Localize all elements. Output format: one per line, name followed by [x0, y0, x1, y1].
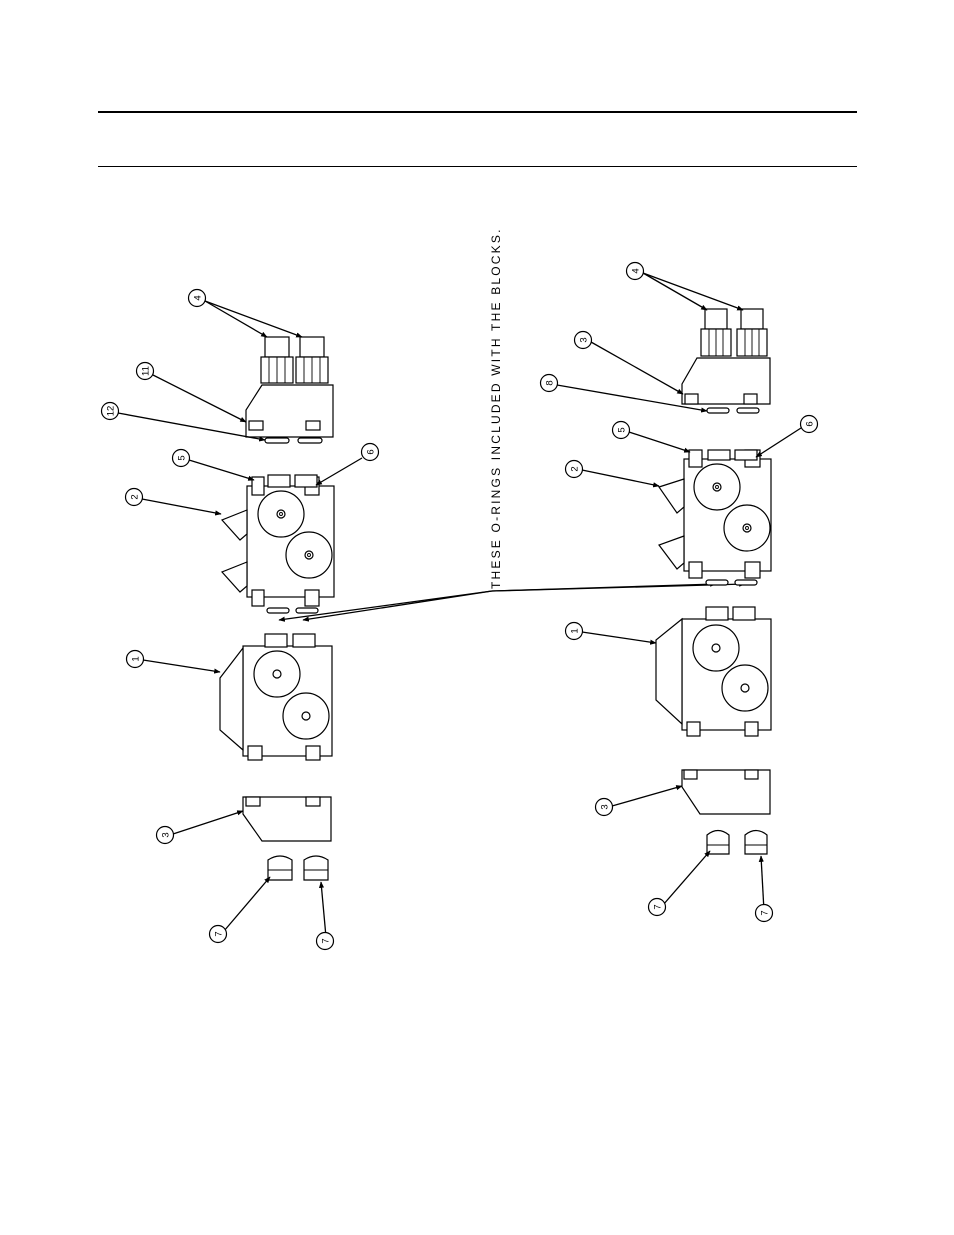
left-callouts: 4 11 12 5 6 2 1 3 7 7: [102, 290, 379, 950]
callout-right-3-bottom: 3: [596, 799, 613, 816]
callout-left-3: 3: [157, 827, 174, 844]
right-fittings: [701, 309, 767, 356]
right-plugs: [707, 831, 767, 855]
callout-left-1: 1: [127, 651, 144, 668]
left-plugs: [268, 856, 328, 880]
svg-text:6: 6: [805, 421, 816, 426]
callout-left-5: 5: [173, 450, 190, 467]
callout-left-6: 6: [362, 444, 379, 461]
right-lower-valve-block: [656, 607, 771, 736]
svg-text:5: 5: [617, 427, 628, 432]
callout-right-7b: 7: [756, 905, 773, 922]
left-mid-orings: [267, 608, 318, 613]
callout-right-4: 4: [627, 263, 644, 280]
right-bottom-end-block: [682, 770, 770, 814]
left-assembly: [118, 301, 362, 937]
callout-right-6: 6: [801, 416, 818, 433]
svg-text:5: 5: [177, 455, 188, 460]
left-lower-valve-block: [220, 634, 332, 760]
callout-left-7a: 7: [210, 926, 227, 943]
svg-text:7: 7: [321, 938, 332, 943]
svg-text:7: 7: [214, 931, 225, 936]
svg-text:12: 12: [106, 406, 117, 417]
svg-text:1: 1: [131, 656, 142, 661]
svg-text:7: 7: [760, 910, 771, 915]
callout-left-12: 12: [102, 403, 119, 420]
svg-text:8: 8: [545, 380, 556, 385]
svg-text:3: 3: [600, 804, 611, 809]
svg-text:11: 11: [141, 366, 152, 376]
right-callouts: 4 3 8 5 6 2 1 3 7 7: [541, 263, 818, 922]
right-upper-valve-block: [659, 450, 771, 578]
svg-text:4: 4: [193, 295, 204, 300]
left-top-end-block: [246, 385, 333, 437]
oring-note-text: THESE O-RINGS INCLUDED WITH THE BLOCKS.: [489, 227, 503, 589]
callout-left-4: 4: [189, 290, 206, 307]
callout-right-3-top: 3: [575, 332, 592, 349]
left-bottom-end-block: [243, 797, 331, 841]
left-fittings: [261, 337, 328, 383]
callout-right-7a: 7: [649, 899, 666, 916]
svg-text:2: 2: [570, 466, 581, 471]
callout-left-11: 11: [137, 363, 154, 380]
svg-text:6: 6: [366, 449, 377, 454]
svg-text:7: 7: [653, 904, 664, 909]
svg-text:3: 3: [579, 337, 590, 342]
right-top-end-block: [682, 358, 770, 404]
svg-text:4: 4: [631, 268, 642, 273]
callout-right-2: 2: [566, 461, 583, 478]
left-upper-valve-block: [222, 475, 334, 606]
right-orings-8: [707, 408, 759, 413]
callout-right-5: 5: [613, 422, 630, 439]
left-orings-12: [265, 438, 322, 443]
svg-text:3: 3: [161, 832, 172, 837]
svg-text:1: 1: [570, 628, 581, 633]
right-assembly: [557, 273, 801, 911]
callout-left-2: 2: [126, 489, 143, 506]
callout-right-1: 1: [566, 623, 583, 640]
callout-right-8: 8: [541, 375, 558, 392]
callout-left-7b: 7: [317, 933, 334, 950]
svg-text:2: 2: [130, 494, 141, 499]
